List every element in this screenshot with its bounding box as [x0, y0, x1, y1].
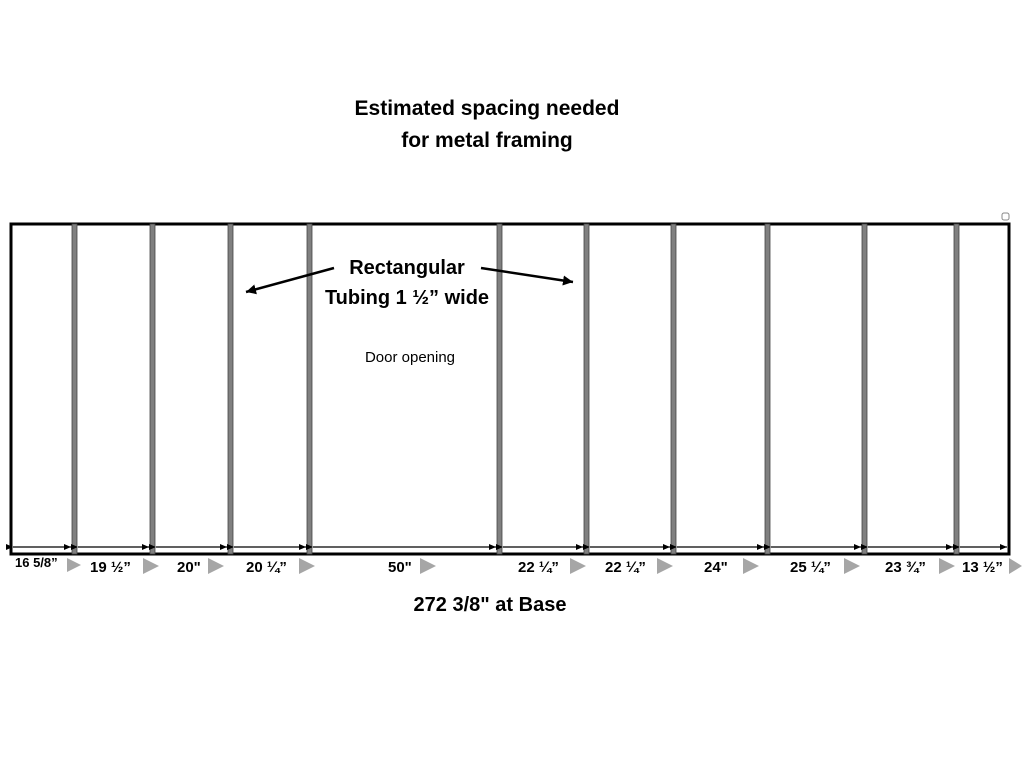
spacing-label: 13 ½” [962, 559, 1003, 576]
tubing-post [670, 223, 677, 555]
callout-line-2: Tubing 1 ½” wide [325, 287, 489, 309]
spacing-label: 25 ¼” [790, 559, 831, 576]
triangle-icon [208, 558, 224, 574]
tubing-post [149, 223, 156, 555]
title-line-1: Estimated spacing needed [354, 97, 620, 120]
spacing-label: 20 ¼” [246, 559, 287, 576]
triangle-icon [143, 558, 159, 574]
triangle-icon [657, 558, 673, 574]
diagram-title: Estimated spacing needed for metal frami… [337, 93, 637, 157]
triangle-icon [299, 558, 315, 574]
tubing-post [764, 223, 771, 555]
tubing-post [227, 223, 234, 555]
frame-outline [9, 222, 1011, 556]
triangle-icon [844, 558, 860, 574]
callout-arrow-left [245, 266, 335, 295]
triangle-icon [570, 558, 586, 574]
tubing-post [496, 223, 503, 555]
door-opening-label: Door opening [365, 349, 455, 366]
spacing-label: 16 5/8” [15, 555, 58, 570]
spacing-label: 22 ¼” [518, 559, 559, 576]
triangle-icon [743, 558, 759, 574]
spacing-label: 24" [704, 559, 728, 576]
tubing-post [953, 223, 960, 555]
spacing-label: 23 ¾” [885, 559, 926, 576]
tubing-posts [71, 223, 960, 555]
tubing-post [71, 223, 78, 555]
title-line-2: for metal framing [401, 129, 573, 152]
triangle-icon [67, 558, 81, 572]
spacing-triangles [67, 558, 1022, 574]
tubing-post [583, 223, 590, 555]
tubing-post [861, 223, 868, 555]
base-total-label: 272 3/8" at Base [413, 594, 567, 616]
spacing-labels: 16 5/8” 19 ½” 20" 20 ¼” 50" 22 ¼” 22 ¼” … [15, 555, 1003, 576]
spacing-label: 20" [177, 559, 201, 576]
triangle-icon [1009, 558, 1022, 574]
spacing-label: 19 ½” [90, 559, 131, 576]
callout-arrow-right [480, 266, 574, 286]
spacing-label: 50" [388, 559, 412, 576]
tubing-post [306, 223, 313, 555]
callout-line-1: Rectangular [349, 257, 465, 279]
triangle-icon [420, 558, 436, 574]
triangle-icon [939, 558, 955, 574]
spacing-label: 22 ¼” [605, 559, 646, 576]
resize-handle-icon [1001, 212, 1010, 221]
